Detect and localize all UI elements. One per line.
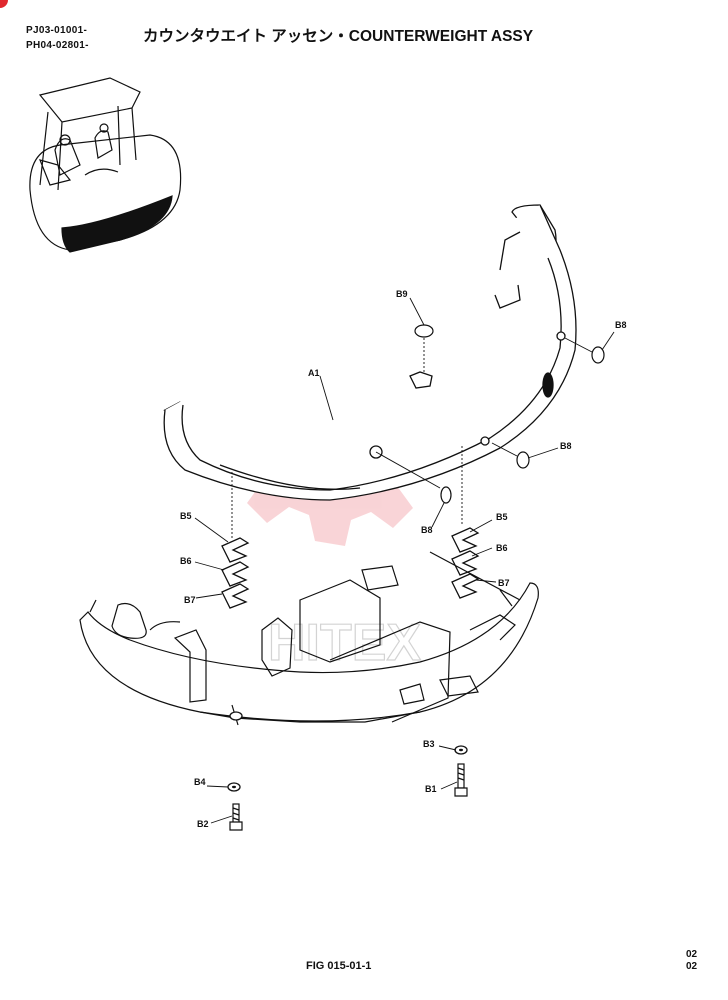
plug-b8-center xyxy=(440,486,452,504)
page-title: カウンタウエイト アッセン・COUNTERWEIGHT ASSY xyxy=(143,28,534,45)
shim-stack-right xyxy=(451,527,480,599)
callout-b6-left: B6 xyxy=(180,556,192,566)
serial-range-1: PJ03-01001- xyxy=(26,25,88,36)
callout-b1: B1 xyxy=(425,784,437,794)
figure-number: FIG 015-01-1 xyxy=(306,960,372,972)
watermark-text: HITEX xyxy=(268,614,421,672)
page-number-2: 02 xyxy=(686,961,698,972)
serial-range-2: PH04-02801- xyxy=(26,40,89,51)
counterweight-a1 xyxy=(163,204,577,501)
callout-b4: B4 xyxy=(194,777,206,787)
shim-stack-left xyxy=(221,537,250,609)
callout-a1: A1 xyxy=(308,368,320,378)
washer-frame-left xyxy=(229,711,243,721)
washer-b3 xyxy=(454,745,468,755)
bolt-b1 xyxy=(454,763,468,797)
callout-b7-right: B7 xyxy=(498,578,510,588)
plug-b8-top xyxy=(591,346,605,364)
callout-b6-right: B6 xyxy=(496,543,508,553)
callout-b5-left: B5 xyxy=(180,511,192,521)
callout-b5-right: B5 xyxy=(496,512,508,522)
callout-b7-left: B7 xyxy=(184,595,196,605)
callout-b8-top: B8 xyxy=(615,320,627,330)
corner-marker xyxy=(0,0,8,8)
frame xyxy=(79,551,539,726)
bolt-b2 xyxy=(229,803,243,831)
callout-b8-center: B8 xyxy=(421,525,433,535)
page-number-1: 02 xyxy=(686,949,698,960)
callout-b8-mid: B8 xyxy=(560,441,572,451)
callout-b2: B2 xyxy=(197,819,209,829)
plug-b9 xyxy=(414,324,434,338)
callout-b3: B3 xyxy=(423,739,435,749)
plug-b8-mid xyxy=(516,451,530,469)
washer-b4 xyxy=(227,782,241,792)
callout-b9: B9 xyxy=(396,289,408,299)
machine-thumbnail xyxy=(29,77,182,253)
